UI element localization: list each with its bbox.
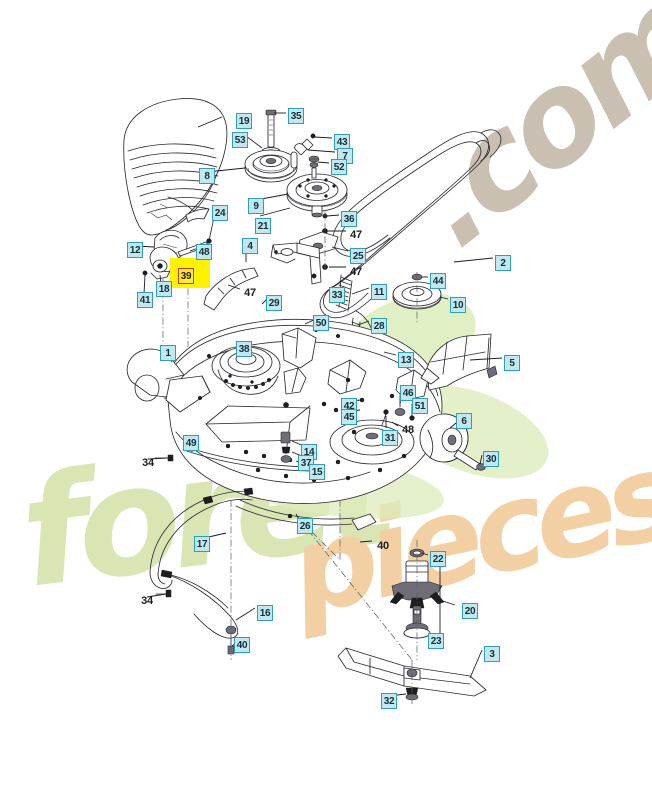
- part-mower-deck-1: [126, 318, 443, 504]
- callout-label-41[interactable]: 41: [137, 292, 153, 308]
- callout-label-44[interactable]: 44: [430, 273, 446, 289]
- callout-label-53[interactable]: 53: [232, 132, 248, 148]
- callout-label-4[interactable]: 4: [242, 238, 258, 254]
- callout-label-26[interactable]: 26: [297, 518, 313, 534]
- callout-label-51[interactable]: 51: [412, 398, 428, 414]
- callout-label-25[interactable]: 25: [350, 248, 366, 264]
- callout-label-9[interactable]: 9: [248, 198, 264, 214]
- callout-label-48[interactable]: 48: [196, 244, 212, 260]
- callout-label-15[interactable]: 15: [309, 464, 325, 480]
- callout-label-17[interactable]: 17: [194, 536, 210, 552]
- callout-label-40[interactable]: 40: [234, 637, 250, 653]
- part-guard-17: [149, 487, 254, 589]
- callout-label-28[interactable]: 28: [371, 318, 387, 334]
- part-idler-pulley-10: [392, 272, 442, 324]
- callout-label-32[interactable]: 32: [381, 693, 397, 709]
- callout-label-5[interactable]: 5: [504, 355, 520, 371]
- callout-label-49[interactable]: 49: [183, 435, 199, 451]
- callout-label-18[interactable]: 18: [156, 281, 172, 297]
- callout-label-21[interactable]: 21: [255, 218, 271, 234]
- part-pulley-9: [286, 173, 348, 218]
- part-chute-5: [420, 333, 498, 391]
- callout-label-11[interactable]: 11: [371, 284, 387, 300]
- part-link-16: [155, 500, 239, 660]
- callout-label-39[interactable]: 39: [178, 268, 194, 284]
- callout-label-52[interactable]: 52: [331, 159, 347, 175]
- callout-label-3[interactable]: 3: [484, 646, 500, 662]
- callout-label-45[interactable]: 45: [341, 409, 357, 425]
- part-drive-belt-2: [319, 129, 502, 319]
- callout-label-10[interactable]: 10: [450, 297, 466, 313]
- part-grass-chute: [123, 98, 228, 236]
- callout-label-23[interactable]: 23: [428, 633, 444, 649]
- part-long-bolt-35: [265, 109, 277, 148]
- callout-label-30[interactable]: 30: [483, 451, 499, 467]
- callout-label-47[interactable]: 47: [244, 287, 256, 299]
- part-arm-26: [235, 499, 377, 531]
- callout-label-47[interactable]: 47: [350, 229, 362, 241]
- callout-label-22[interactable]: 22: [430, 551, 446, 567]
- callout-label-48[interactable]: 48: [402, 424, 414, 436]
- callout-label-31[interactable]: 31: [382, 430, 398, 446]
- callout-label-8[interactable]: 8: [199, 168, 215, 184]
- callout-label-40[interactable]: 40: [377, 540, 389, 552]
- callout-label-2[interactable]: 2: [495, 255, 511, 271]
- part-idler-arm-7: [290, 133, 320, 179]
- callout-label-34[interactable]: 34: [142, 457, 154, 469]
- callout-label-35[interactable]: 35: [288, 108, 304, 124]
- callout-label-13[interactable]: 13: [398, 352, 414, 368]
- callout-label-38[interactable]: 38: [236, 341, 252, 357]
- callout-label-34[interactable]: 34: [141, 595, 153, 607]
- callout-label-46[interactable]: 46: [400, 385, 416, 401]
- callout-label-29[interactable]: 29: [266, 295, 282, 311]
- callout-label-33[interactable]: 33: [329, 287, 345, 303]
- callout-label-24[interactable]: 24: [212, 205, 228, 221]
- part-spindle-assembly-20: [389, 540, 445, 660]
- callout-label-20[interactable]: 20: [462, 603, 478, 619]
- callout-label-1[interactable]: 1: [160, 345, 176, 361]
- callout-label-47[interactable]: 47: [350, 266, 362, 278]
- callout-label-19[interactable]: 19: [236, 113, 252, 129]
- callout-label-36[interactable]: 36: [341, 211, 357, 227]
- part-deflector-47: [203, 267, 259, 311]
- part-blade-3: [299, 500, 487, 704]
- part-bracket-4: [270, 242, 322, 285]
- callout-label-16[interactable]: 16: [257, 605, 273, 621]
- part-pulley-8: [244, 149, 298, 183]
- callout-label-50[interactable]: 50: [313, 315, 329, 331]
- part-gauge-wheel-6: [419, 413, 486, 471]
- callout-label-12[interactable]: 12: [127, 242, 143, 258]
- callout-label-6[interactable]: 6: [456, 413, 472, 429]
